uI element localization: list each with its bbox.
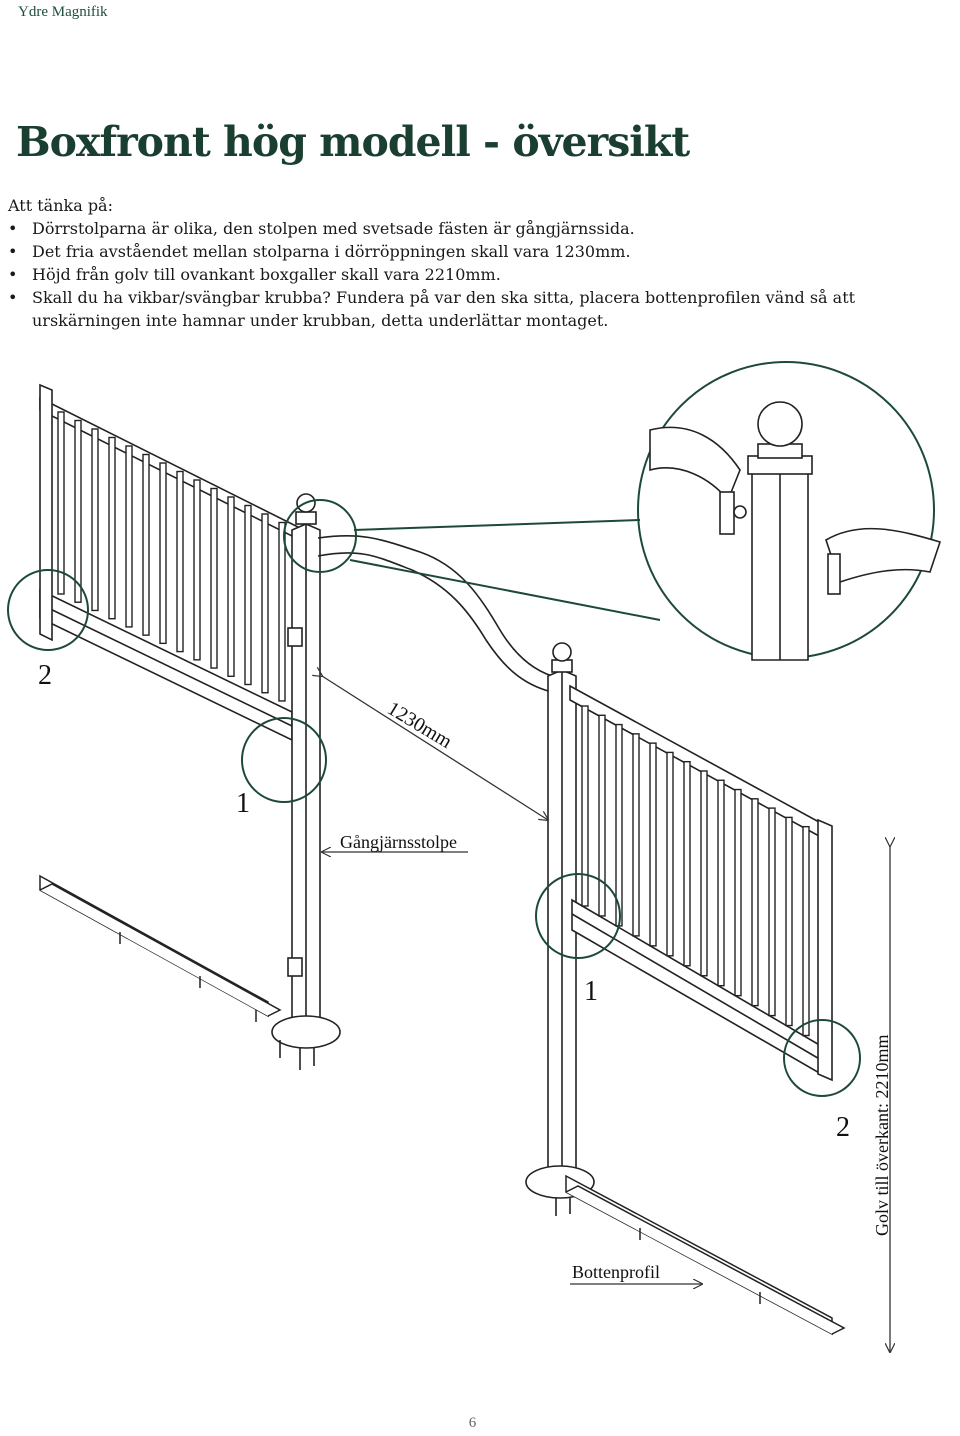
intro-heading: Att tänka på:	[8, 196, 113, 215]
gate-bar	[581, 705, 589, 907]
bottom-profile-label: Bottenprofil	[572, 1262, 660, 1282]
door-gap-label: 1230mm	[383, 697, 456, 753]
gate-bar	[768, 807, 776, 1017]
gate-bar	[751, 798, 759, 1007]
page-title: Boxfront hög modell - översikt	[16, 118, 690, 166]
bullet-marker: •	[8, 265, 18, 284]
gate-bar	[278, 521, 286, 702]
gate-bar	[142, 453, 150, 636]
note-text: Dörrstolparna är olika, den stolpen med …	[32, 219, 635, 238]
gate-bar	[176, 470, 184, 653]
gate-bar	[717, 779, 725, 987]
gate-bar	[632, 733, 640, 937]
note-text: Det fria avståendet mellan stolparna i d…	[32, 242, 631, 261]
gate-bar	[227, 496, 235, 677]
gate-bar	[615, 723, 623, 927]
callout-label: 1	[584, 976, 598, 1007]
bullet-marker: •	[8, 219, 18, 238]
page-number: 6	[468, 1415, 477, 1431]
gate-bar	[193, 479, 201, 661]
hinge-post-label: Gångjärnsstolpe	[340, 832, 457, 852]
list-item: • Dörrstolparna är olika, den stolpen med…	[8, 217, 948, 240]
gate-bar	[802, 825, 810, 1037]
note-text: Höjd från golv till ovankant boxgaller s…	[32, 265, 501, 284]
zoom-detail	[649, 401, 942, 661]
right-gate-panel	[569, 684, 833, 1082]
door-top-beam	[317, 534, 553, 693]
gate-bar	[666, 751, 674, 957]
gate-bar	[57, 411, 65, 595]
bullet-marker: •	[8, 288, 18, 307]
gate-bar	[74, 419, 82, 603]
list-item: • Det fria avståendet mellan stolparna i …	[8, 240, 948, 263]
bottom-profile-left	[39, 874, 282, 1022]
gate-bar	[598, 714, 606, 917]
note-text: Skall du ha vikbar/svängbar krubba? Fund…	[32, 288, 856, 330]
hinge-post-left	[271, 493, 341, 1070]
bottom-profile-right	[565, 1174, 846, 1336]
gate-bar	[244, 504, 252, 686]
brand-name: Ydre Magnifik	[18, 4, 108, 20]
gate-bar	[785, 816, 793, 1027]
list-item: • Skall du ha vikbar/svängbar krubba? Fun…	[8, 286, 948, 332]
gate-bar	[108, 436, 116, 620]
callout-label: 2	[38, 660, 52, 691]
callout-label: 2	[836, 1112, 850, 1143]
gate-bar	[734, 788, 742, 997]
gate-bar	[261, 513, 269, 694]
gate-bar	[210, 487, 218, 669]
gate-bar	[159, 462, 167, 645]
bullet-marker: •	[8, 242, 18, 261]
list-item: • Höjd från golv till ovankant boxgaller …	[8, 263, 948, 286]
left-gate-panel	[39, 383, 301, 742]
gate-bar	[125, 445, 133, 628]
notes-list: • Dörrstolparna är olika, den stolpen med…	[8, 217, 948, 332]
assembly-drawing: 2 1 1 2 1230mm Gångjärnsstolpe Bottenpro…	[7, 361, 942, 1410]
callout-label: 1	[236, 788, 250, 819]
gate-bar	[649, 742, 657, 947]
floor-height-label: Golv till överkant: 2210mm	[872, 1035, 892, 1236]
gate-bar	[683, 760, 691, 967]
gate-bar	[700, 770, 708, 977]
gate-bar	[91, 428, 99, 612]
dimension-arrows	[322, 676, 890, 1352]
